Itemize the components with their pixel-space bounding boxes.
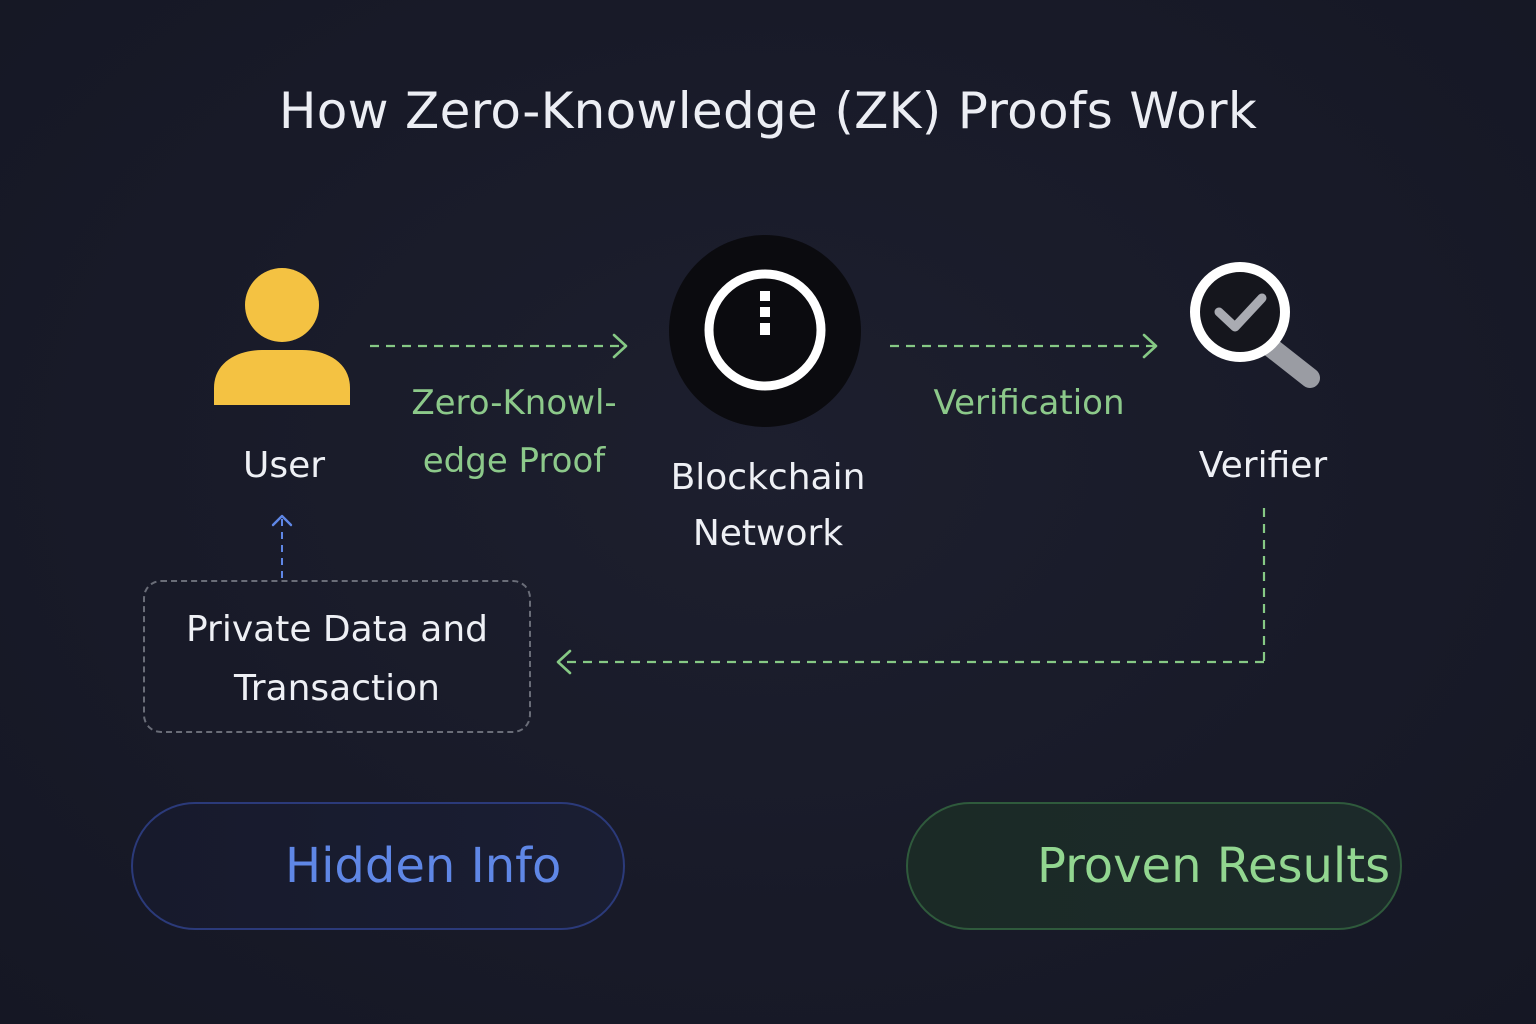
proven-results-label: Proven Results [1037,838,1391,894]
diagram-title: How Zero-Knowledge (ZK) Proofs Work [278,82,1258,140]
user-icon [214,268,350,405]
user-label: User [242,445,326,486]
verifier-label: Verifier [1198,445,1328,486]
hidden-info-badge [131,802,625,930]
verification-arrow [890,333,1158,359]
zk-proof-label-line1: Zero-Knowl- [411,383,617,423]
private-data-label: Private Data and Transaction [143,600,531,718]
blockchain-label-line1: Blockchain [670,457,866,498]
hidden-info-label: Hidden Info [285,838,562,894]
magnifier-check-icon [1190,262,1320,388]
zk-proof-label: Zero-Knowl- edge Proof [384,374,644,490]
blockchain-label-line2: Network [692,513,844,554]
proven-results-badge [906,802,1402,930]
private-data-box [143,580,531,733]
private-data-line1: Private Data and [185,609,489,650]
blockchain-icon [669,235,861,427]
zk-proof-label-line2: edge Proof [422,441,606,481]
zk-proof-arrow [370,333,628,359]
blockchain-label: Blockchain Network [628,450,908,562]
private-data-arrow [271,514,293,578]
private-data-line2: Transaction [234,668,440,709]
verification-label: Verification [933,383,1125,423]
result-return-arrow [556,508,1266,675]
